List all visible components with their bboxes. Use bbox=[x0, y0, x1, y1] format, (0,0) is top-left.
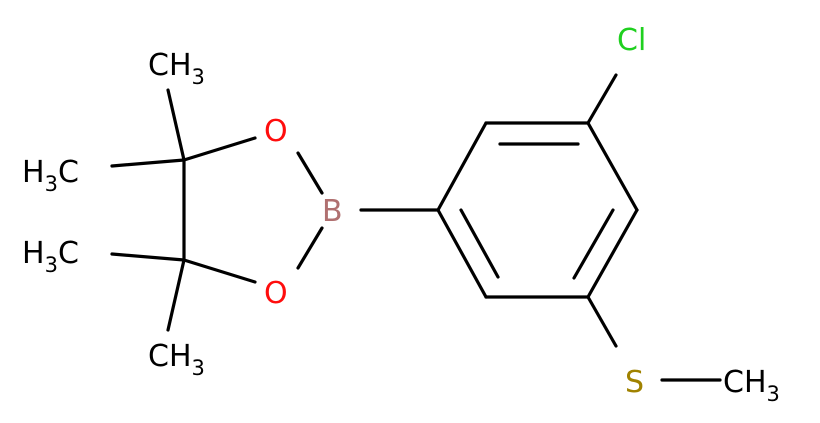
atom-cl: Cl bbox=[617, 23, 646, 58]
atom-h3c-lower: H3C bbox=[22, 236, 79, 277]
ring-bond-4-inner bbox=[572, 208, 615, 280]
atom-s: S bbox=[625, 365, 644, 400]
ring-bond-6 bbox=[436, 208, 488, 299]
bond-o-bottom-c bbox=[182, 258, 257, 284]
atom-ch3-bottom: CH3 bbox=[148, 339, 205, 380]
bond-c-h3c-upper bbox=[110, 158, 186, 168]
bond-ring-s bbox=[586, 295, 618, 348]
bond-o-top-c bbox=[182, 136, 257, 162]
atom-h3c-upper: H3C bbox=[22, 155, 79, 196]
atom-o-top: O bbox=[264, 114, 288, 149]
bond-b-o-top bbox=[296, 151, 324, 195]
bond-b-o-bottom bbox=[296, 226, 324, 270]
bonds bbox=[110, 73, 722, 382]
ring-bond-4 bbox=[586, 208, 639, 299]
ring-bond-1 bbox=[436, 121, 488, 212]
bond-ring-cl bbox=[586, 73, 618, 125]
atom-ch3-s: CH3 bbox=[723, 365, 780, 406]
ring-bond-6-inner bbox=[459, 208, 500, 279]
bond-c-h3c-lower bbox=[110, 252, 186, 262]
bond-c-ch3-bottom bbox=[166, 258, 186, 332]
atom-b: B bbox=[322, 194, 343, 229]
atom-ch3-top: CH3 bbox=[148, 48, 205, 89]
bond-c-ch3-top bbox=[166, 88, 186, 162]
ring-bond-3 bbox=[586, 121, 639, 212]
atom-o-bottom: O bbox=[264, 276, 288, 311]
